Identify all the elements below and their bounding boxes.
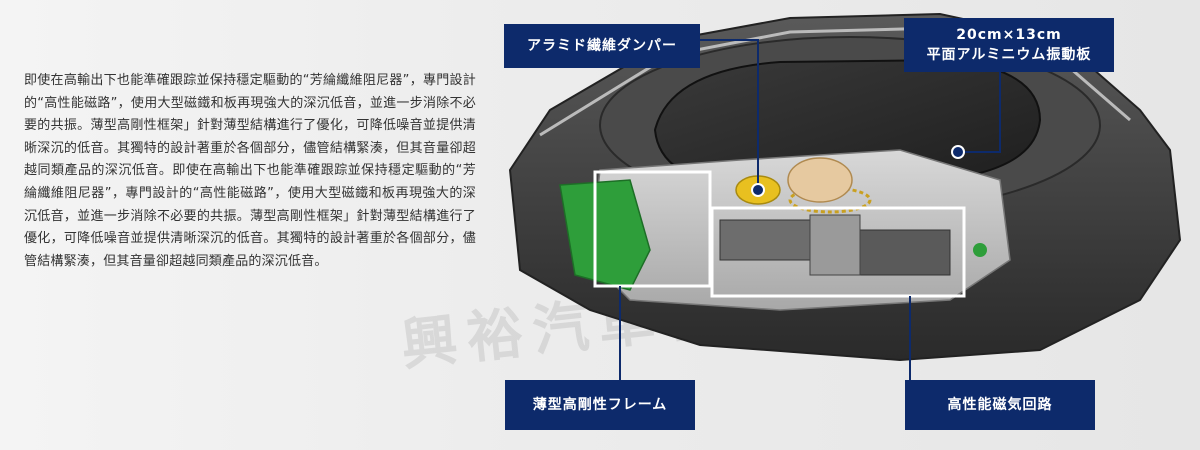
callout-diaphragm-size: 20cm×13cm xyxy=(956,27,1062,43)
callout-damper-label: アラミド繊維ダンパー xyxy=(527,38,677,54)
magnet-block xyxy=(719,219,811,261)
description-text: 即使在高輸出下也能準確跟踪並保持穩定驅動的“芳綸纖維阻尼器”，專門設計的“高性能… xyxy=(24,73,476,269)
leader-dot-damper xyxy=(751,183,765,197)
callout-damper: アラミド繊維ダンパー xyxy=(504,24,700,68)
leader-dot-diaphragm xyxy=(951,145,965,159)
frame-highlight-box xyxy=(593,170,712,288)
callout-diaphragm: 20cm×13cm 平面アルミニウム振動板 xyxy=(904,18,1114,72)
callout-diaphragm-label: 平面アルミニウム振動板 xyxy=(926,47,1092,63)
callout-frame: 薄型高剛性フレーム xyxy=(505,380,695,430)
magnet-block-right xyxy=(859,229,951,276)
terminal-dot xyxy=(973,243,987,257)
voice-coil xyxy=(787,157,853,203)
damper-spiral xyxy=(788,186,872,214)
leader-damper xyxy=(690,39,759,190)
magnet-highlight-box xyxy=(710,206,966,298)
callout-magnet: 高性能磁気回路 xyxy=(905,380,1095,430)
callout-magnet-label: 高性能磁気回路 xyxy=(947,397,1053,413)
speaker-cutaway-diagram xyxy=(508,12,1182,380)
pole-piece xyxy=(809,214,861,276)
callout-frame-label: 薄型高剛性フレーム xyxy=(532,397,668,413)
pcb-board xyxy=(559,179,651,291)
